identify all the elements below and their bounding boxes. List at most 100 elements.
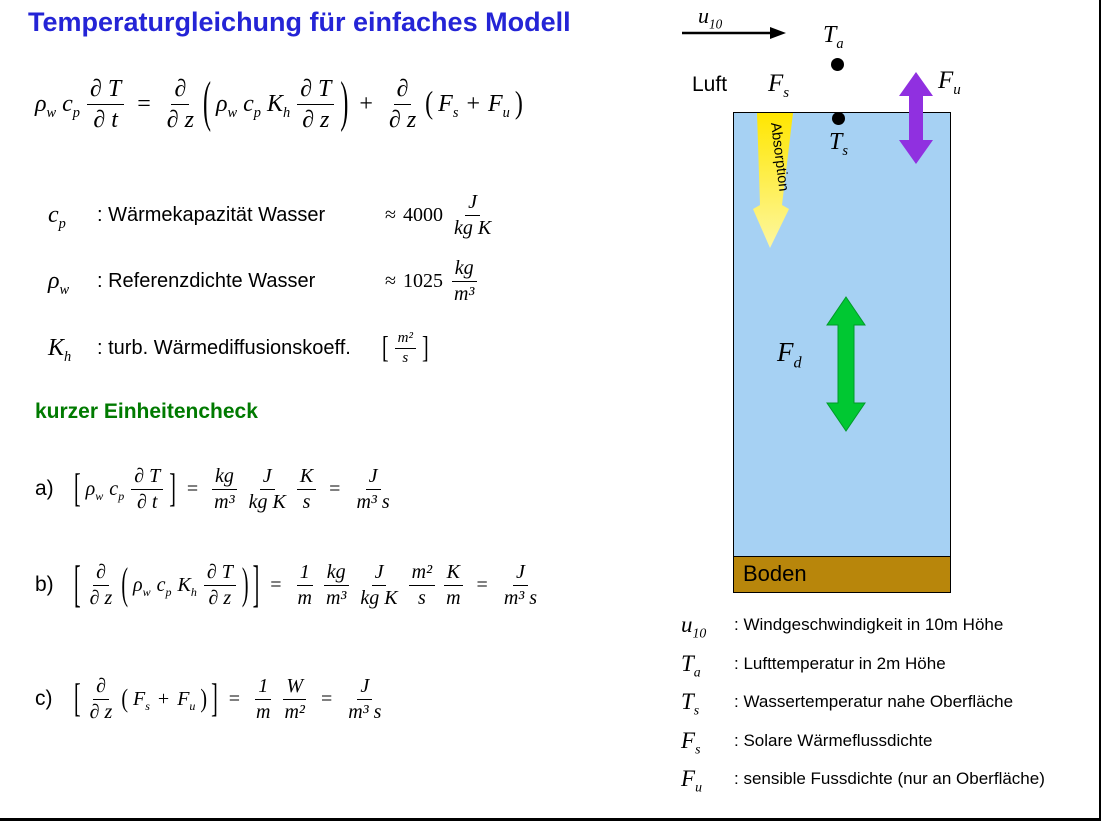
page-title: Temperaturgleichung für einfaches Modell	[28, 7, 571, 37]
legend-text: : Wassertemperatur nahe Oberfläche	[734, 691, 1014, 711]
sym-c-p: cp	[62, 90, 80, 121]
right-bracket: ]	[252, 556, 260, 614]
sym-rho-w: ρw	[215, 90, 238, 121]
frac-dT-dz: ∂ T∂ z	[297, 74, 335, 135]
air-label: Luft	[692, 73, 728, 96]
sensible-flux-arrow-icon	[899, 72, 933, 164]
frac-dT-dz: ∂ T∂ z	[203, 560, 236, 611]
sym-rho-w: ρw	[133, 574, 151, 599]
plus-sign: +	[359, 90, 373, 117]
sym-rho-w: ρw	[35, 90, 57, 121]
frac-dT-dt: ∂ T∂ t	[131, 464, 164, 515]
unit-check-heading: kurzer Einheitencheck	[35, 400, 258, 423]
sym-F-u: Fu	[681, 766, 702, 795]
sym-T-a: Ta	[681, 651, 701, 680]
sym-rho-w: ρw	[48, 267, 70, 298]
surface-temp-dot	[832, 112, 845, 125]
right-bracket: ]	[211, 677, 218, 721]
ground-label: Boden	[743, 561, 807, 587]
definition-label: : Referenzdichte Wasser	[97, 270, 316, 292]
equals-sign: =	[270, 574, 282, 596]
left-paren-big: (	[202, 72, 211, 134]
sym-c-p: cp	[48, 201, 66, 232]
right-bracket: ]	[422, 330, 429, 366]
plus-sign: +	[157, 688, 170, 710]
absorption-arrow-icon: Absorption	[753, 113, 793, 248]
value-number: 1025	[402, 270, 443, 292]
check-b-label: b)	[35, 573, 54, 597]
sym-F-u: Fu	[487, 90, 510, 121]
solar-flux-label: Fs	[768, 70, 790, 101]
sym-K-h: Kh	[266, 90, 291, 121]
sym-F-s: Fs	[681, 728, 701, 757]
wind-speed-label: u10	[698, 3, 723, 32]
sym-c-p: cp	[243, 90, 261, 121]
water-column: Boden	[733, 112, 951, 593]
legend-text: : Solare Wärmeflussdichte	[734, 730, 933, 750]
approx-sign: ≈	[385, 204, 396, 226]
air-temp-label: Ta	[823, 22, 844, 52]
plus-sign: +	[466, 90, 480, 117]
frac-dT-dt: ∂ T∂ t	[87, 74, 125, 135]
sym-F-u: Fu	[177, 688, 196, 713]
frac-d-dz: ∂∂ z	[166, 75, 194, 133]
diffusion-arrow-icon	[826, 296, 866, 432]
value-number: 4000	[402, 204, 443, 226]
sym-F-s: Fs	[133, 688, 150, 713]
wind-arrow-icon	[682, 27, 786, 39]
equals-sign: =	[186, 478, 199, 500]
check-a-label: a)	[35, 477, 54, 501]
legend-item-fu: Fu : sensible Fussdichte (nur an Oberflä…	[678, 759, 1045, 799]
frac-d-dz: ∂∂ z	[89, 674, 113, 723]
sym-T-s: Ts	[681, 689, 700, 718]
equals-sign: =	[320, 688, 333, 710]
frac-d-dz: ∂∂ z	[89, 560, 113, 609]
sym-K-h: Kh	[177, 574, 197, 599]
sym-F-s: Fs	[438, 90, 459, 121]
legend-text: : Lufttemperatur in 2m Höhe	[734, 653, 946, 673]
ground-bar: Boden	[734, 556, 950, 592]
surface-temp-label: Ts	[829, 129, 848, 159]
right-paren: )	[200, 684, 208, 714]
sym-K-h: Kh	[48, 334, 72, 365]
definition-label: : Wärmekapazität Wasser	[97, 204, 326, 226]
diffusive-flux-label: Fd	[777, 337, 802, 372]
left-bracket: [	[74, 467, 81, 511]
definition-label: : turb. Wärmediffusionskoeff.	[97, 337, 351, 359]
right-paren: )	[241, 560, 249, 610]
legend-item-fs: Fs : Solare Wärmeflussdichte	[678, 721, 932, 761]
left-bracket: [	[74, 677, 81, 721]
right-paren: )	[514, 86, 523, 121]
approx-sign: ≈	[385, 270, 396, 292]
left-paren: (	[425, 86, 434, 121]
equals-sign: =	[476, 574, 488, 596]
equals-sign: =	[329, 478, 341, 500]
left-bracket: [	[382, 330, 389, 366]
right-bracket: ]	[169, 467, 176, 511]
equals-sign: =	[228, 688, 241, 710]
equals-sign: =	[137, 90, 151, 117]
sym-rho-w: ρw	[85, 478, 104, 503]
sensible-flux-label: Fu	[938, 67, 961, 98]
